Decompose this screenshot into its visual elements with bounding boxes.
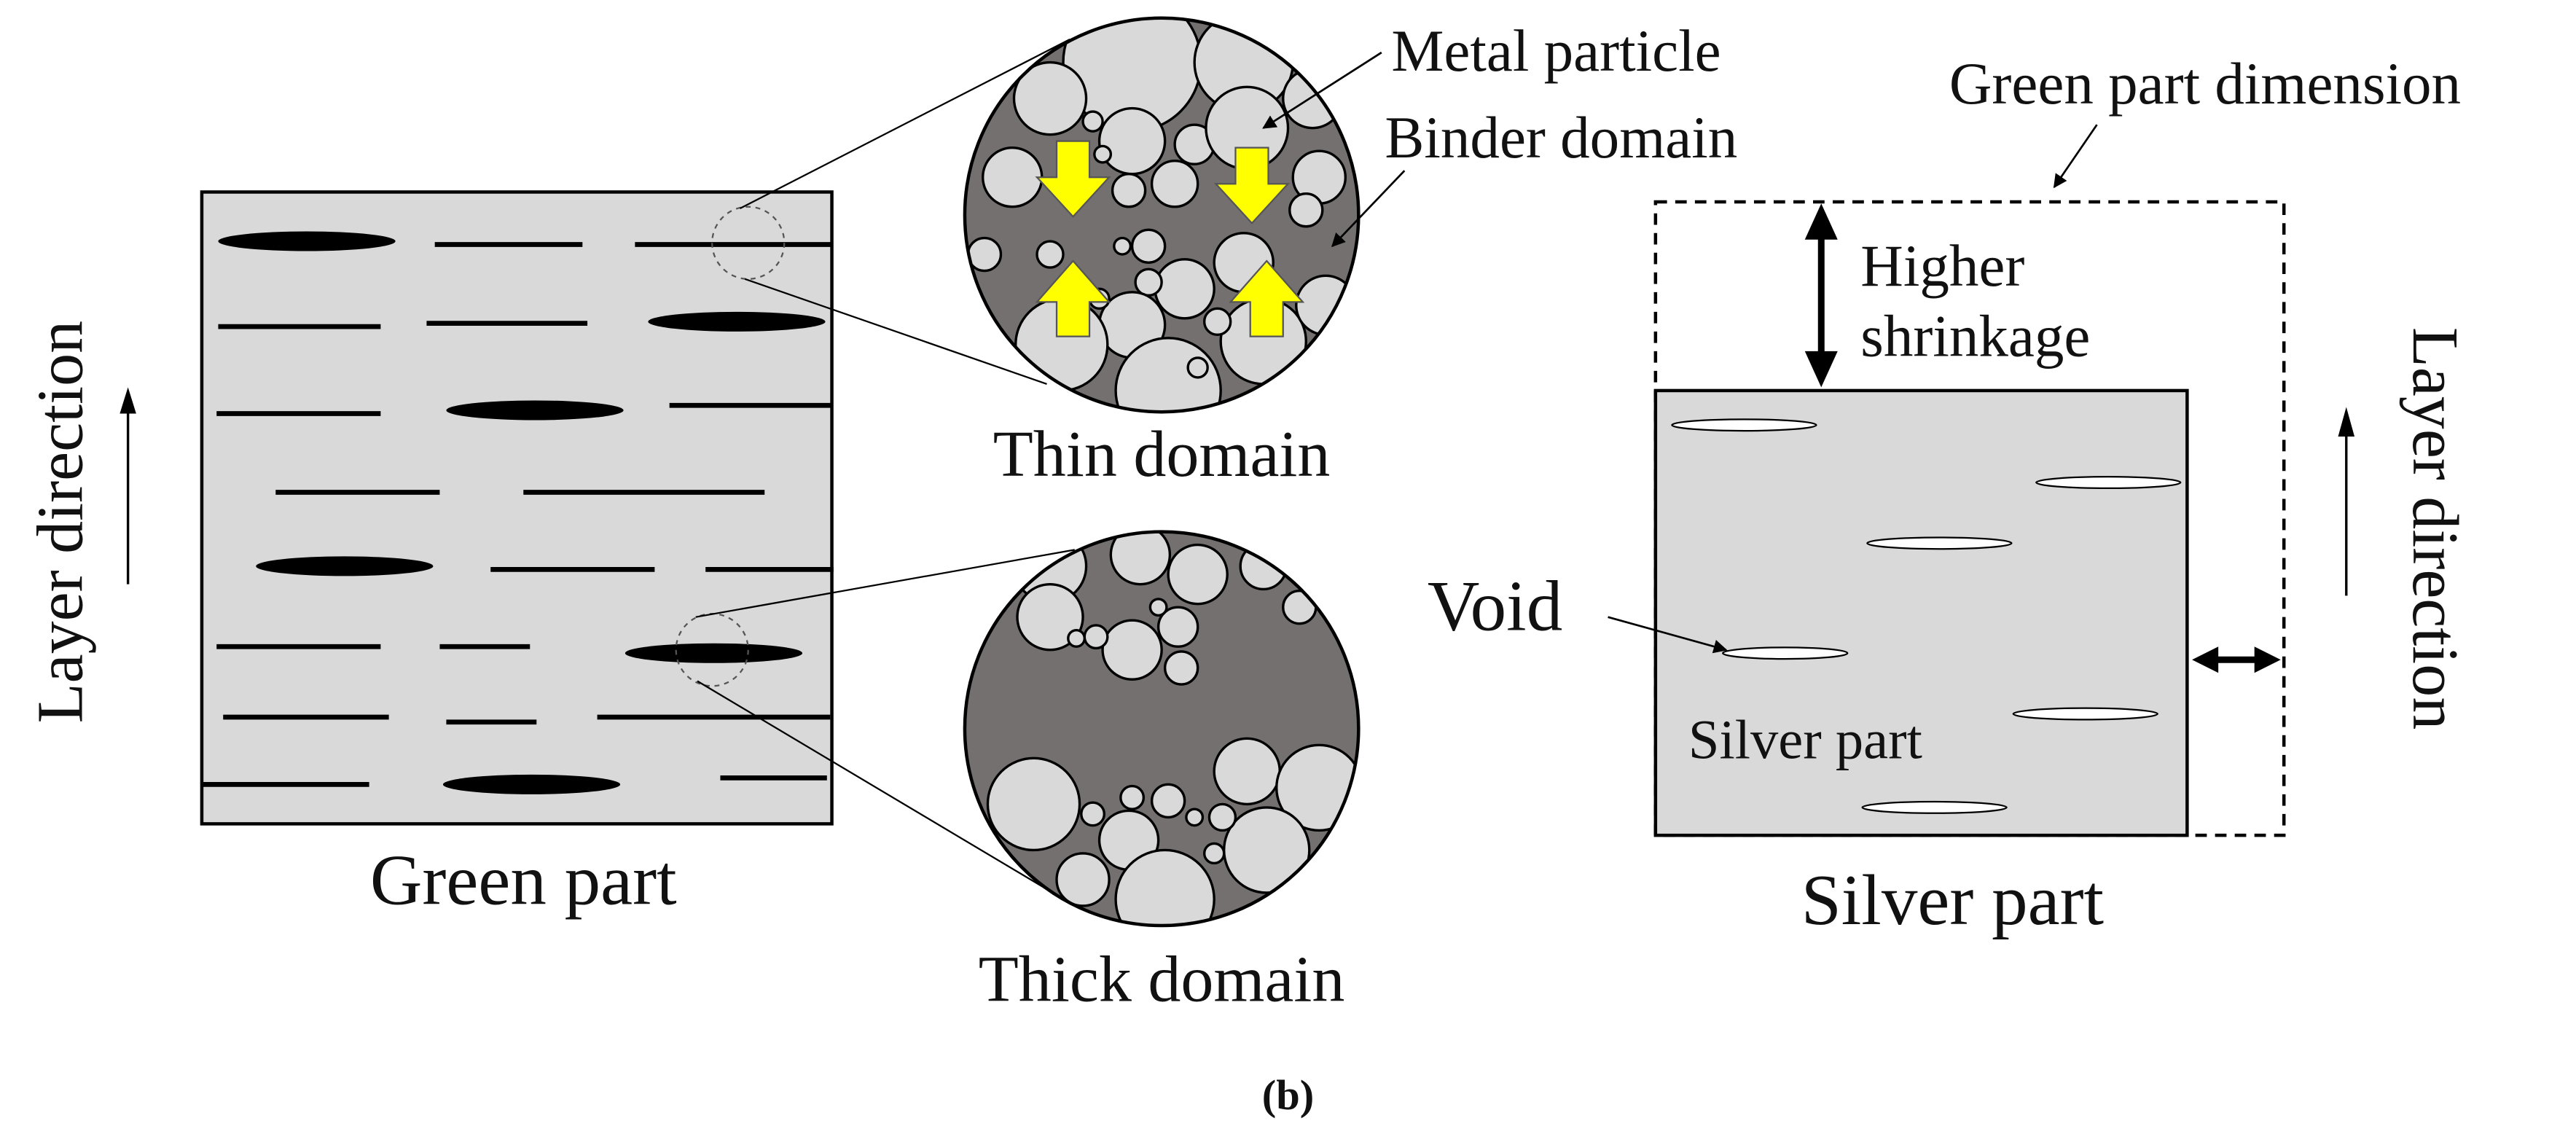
layer-direction-arrow-right bbox=[2338, 407, 2355, 596]
metal-particle-label: Metal particle bbox=[1391, 18, 1720, 84]
green-part-dimension-leader bbox=[2053, 124, 2098, 189]
green-part-label: Green part bbox=[370, 841, 677, 920]
layer-direction-arrow-left bbox=[120, 387, 136, 584]
void-leader bbox=[1608, 616, 1728, 654]
metal-particle-leader bbox=[1262, 51, 1382, 129]
green-part-thick-domains bbox=[218, 231, 826, 794]
higher-shrinkage-label-line1: Higher bbox=[1860, 233, 2024, 299]
binder-domain-leader bbox=[1331, 170, 1406, 248]
lateral-shrinkage-arrow bbox=[2192, 646, 2281, 673]
higher-shrinkage-label-line2: shrinkage bbox=[1860, 304, 2090, 369]
green-part-layer-lines bbox=[201, 242, 834, 787]
higher-shrinkage-arrow bbox=[1804, 203, 1838, 388]
compression-arrows bbox=[1035, 140, 1305, 337]
thick-domain-label: Thick domain bbox=[979, 944, 1345, 1016]
thin-domain-label: Thin domain bbox=[993, 418, 1331, 490]
silver-part-inner-label: Silver part bbox=[1688, 708, 1922, 770]
figure-caption: (b) bbox=[1262, 1071, 1315, 1119]
layer-direction-label-left: Layer direction bbox=[25, 321, 97, 724]
silver-part-label: Silver part bbox=[1801, 861, 2104, 940]
layer-direction-label-right: Layer direction bbox=[2399, 327, 2471, 730]
green-part-rect bbox=[200, 190, 834, 826]
voids bbox=[1671, 418, 2182, 814]
thick-domain-circle bbox=[963, 530, 1361, 928]
void-label: Void bbox=[1428, 567, 1562, 646]
binder-domain-label: Binder domain bbox=[1385, 105, 1737, 171]
zoom-connector-lines bbox=[695, 39, 1075, 902]
green-part-dimension-label: Green part dimension bbox=[1949, 51, 2461, 117]
silver-part-rect bbox=[1653, 388, 2189, 837]
